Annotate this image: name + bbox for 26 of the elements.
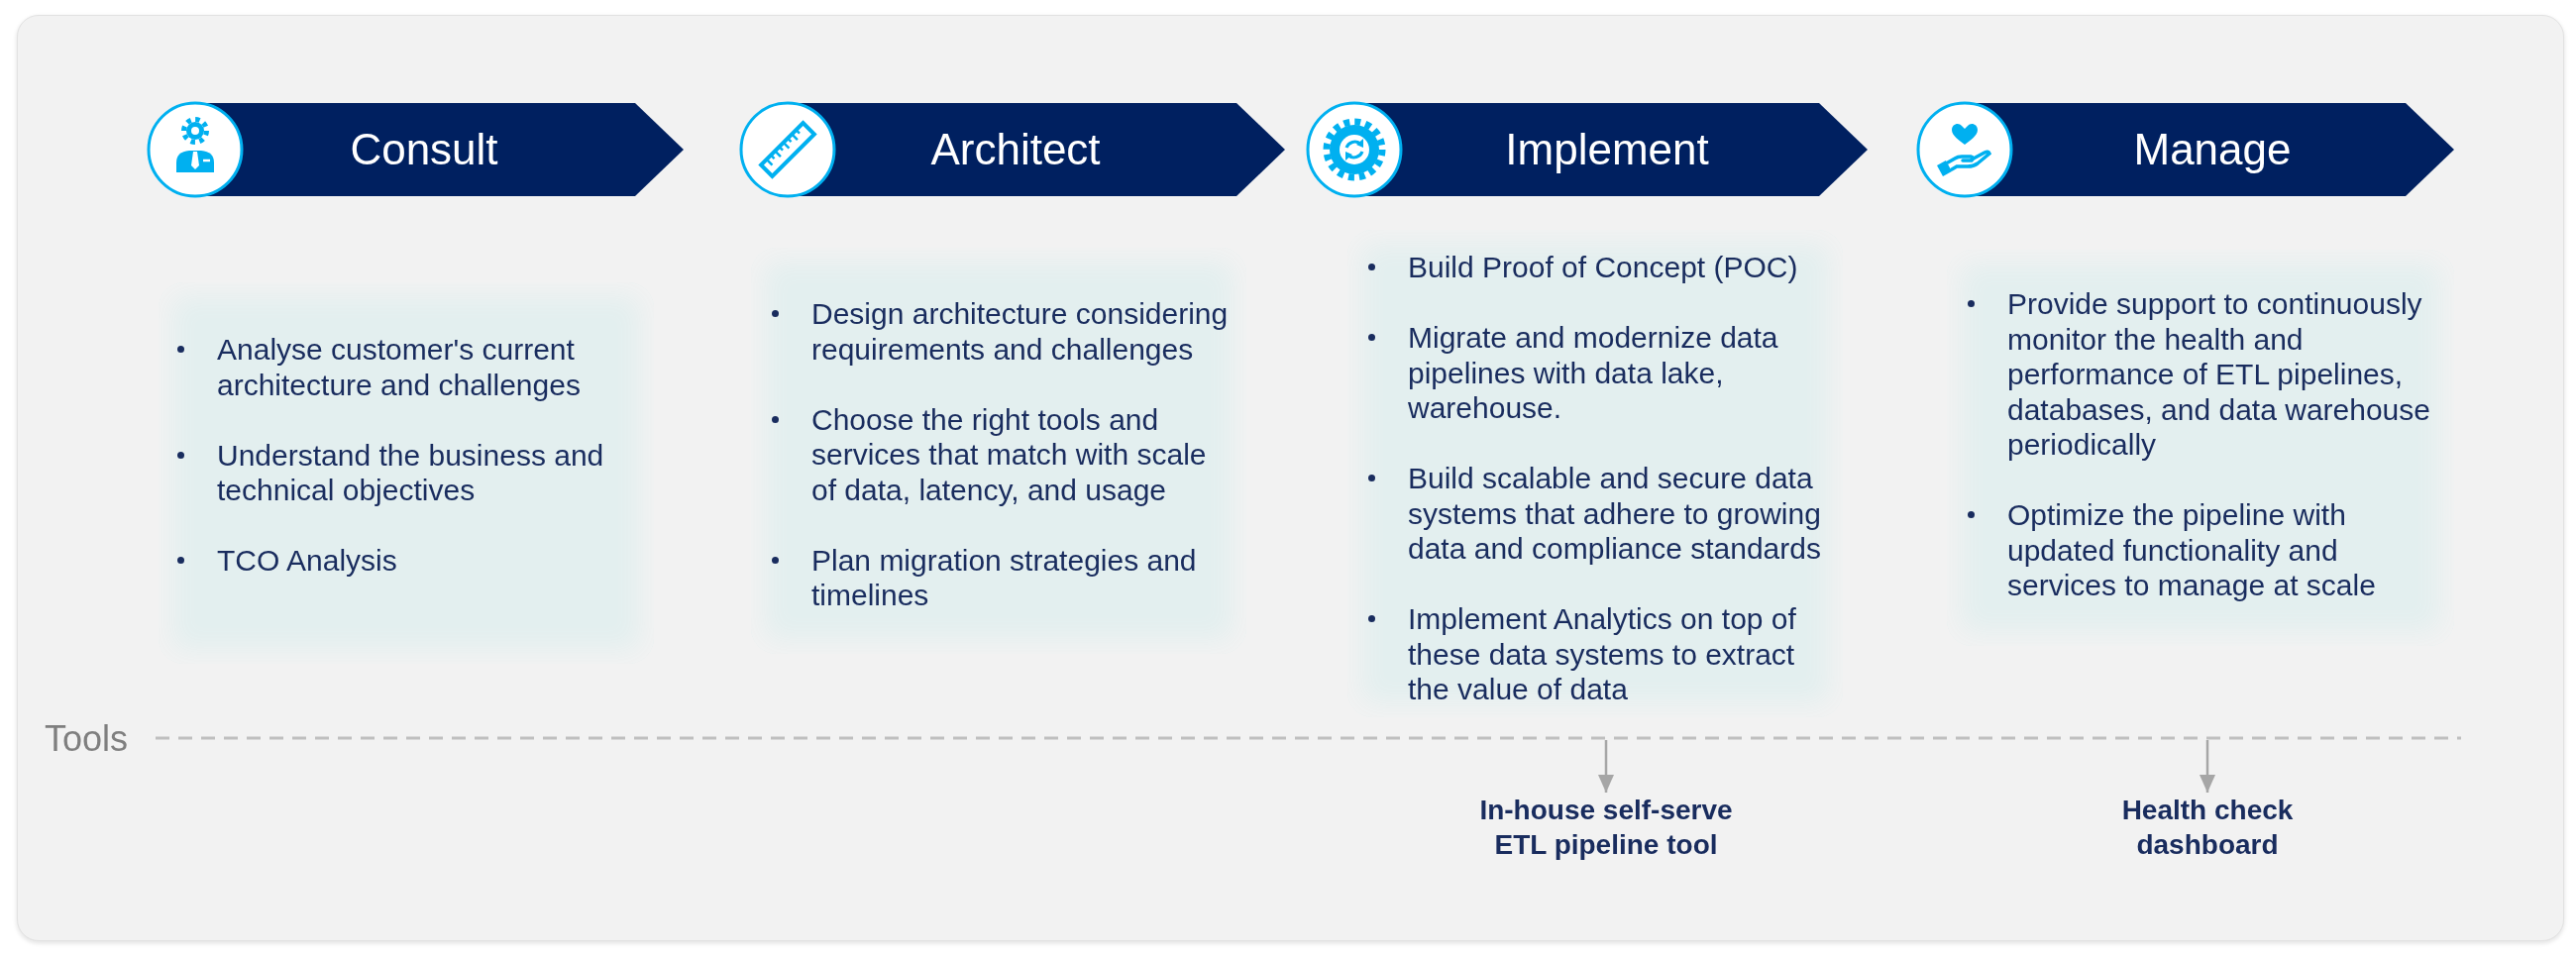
bullet-text: Migrate and modernize data pipelines with data lake, warehouse.: [1408, 320, 1779, 426]
stage-title: Architect: [930, 124, 1101, 175]
section-label: Tools: [45, 718, 129, 760]
arrow: [2200, 740, 2215, 793]
bullet-text: Plan migration strategies and timelines: [811, 542, 1198, 613]
tool-name: Health check dashboard: [2059, 793, 2356, 862]
stage-title: Implement: [1505, 124, 1709, 175]
bullet-text: Build scalable and secure data systems that adhere to growing data and compliance standards: [1408, 461, 1822, 567]
bullet-text: Understand the business and technical objectives: [217, 437, 605, 508]
bullet-text: Choose the right tools and services that match with scale of data, latency, and usage: [811, 401, 1208, 507]
chevron-banner: [146, 100, 684, 199]
chevron-banner: [1305, 100, 1868, 199]
bullet-text: TCO Analysis: [217, 543, 398, 579]
bullet-text: Build Proof of Concept (POC): [1408, 250, 1799, 285]
bullet-text: Optimize the pipeline with updated functionality and services to manage at scale: [2007, 497, 2377, 603]
stage-title: Consult: [350, 124, 498, 175]
bullet-text: Provide support to continuously monitor the health and performance of ETL pipelines, databases, and data warehouse periodically: [2007, 286, 2431, 463]
tool-name: In-house self-serve ETL pipeline tool: [1462, 793, 1750, 862]
bullet-text: Implement Analytics on top of these data systems to extract the value of data: [1408, 601, 1797, 707]
dashed-divider-line: [156, 736, 2461, 740]
stage-title: Manage: [2133, 124, 2292, 175]
bullet-text: Analyse customer's current architecture and challenges: [217, 332, 582, 402]
arrow: [1598, 740, 1614, 793]
chevron-banner: [1915, 100, 2454, 199]
chevron-banner: [738, 100, 1285, 199]
bullet-text: Design architecture considering requirements and challenges: [811, 296, 1230, 367]
